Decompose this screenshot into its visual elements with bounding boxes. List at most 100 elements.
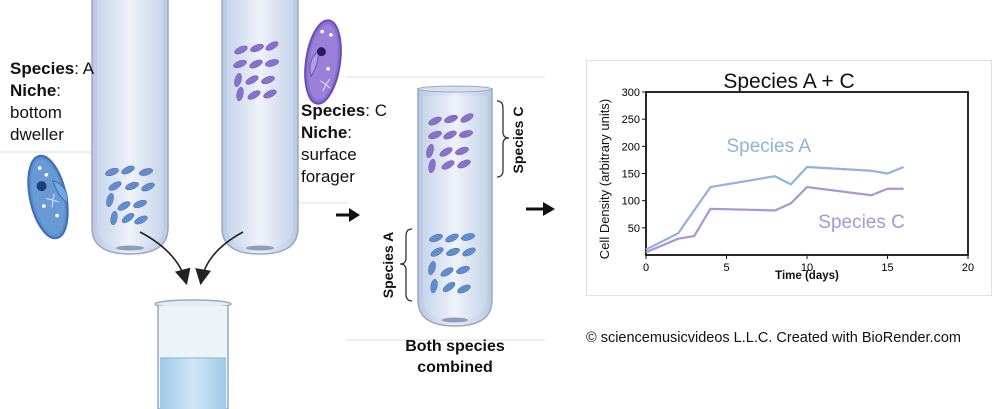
x-tick-label: 15 bbox=[881, 262, 893, 274]
plot-frame bbox=[645, 91, 969, 256]
line-chart: Species A + C Cell Density (arbitrary un… bbox=[597, 70, 974, 282]
species-a-cell bbox=[456, 265, 470, 275]
bracket-label-species-c: Species C bbox=[510, 106, 526, 174]
combined-caption-line1: Both species bbox=[405, 338, 505, 355]
niche-value-line1: surface bbox=[301, 145, 357, 164]
species-c-cell bbox=[236, 86, 244, 102]
species-a-organism-illustration bbox=[27, 154, 69, 240]
species-a-cell bbox=[106, 192, 114, 208]
species-c-cell bbox=[443, 130, 457, 140]
series-label-species-c: Species C bbox=[818, 212, 905, 233]
species-a-cell bbox=[460, 233, 476, 241]
species-label: Species bbox=[10, 59, 75, 78]
species-c-cell bbox=[439, 147, 453, 157]
species-a-cell bbox=[121, 165, 135, 175]
species-a-cell bbox=[138, 168, 154, 176]
species-a-cell bbox=[429, 233, 443, 243]
species-a-cell bbox=[446, 247, 460, 257]
species-c-cell bbox=[444, 114, 458, 124]
species-a-cell bbox=[121, 213, 135, 223]
species-c-cell bbox=[250, 43, 264, 53]
x-tick-label: 20 bbox=[962, 262, 974, 274]
species-a-cell bbox=[445, 233, 459, 243]
bracket-species-c bbox=[496, 100, 510, 178]
species-c-cell bbox=[265, 41, 279, 51]
species-c-cell bbox=[233, 59, 247, 69]
species-a-cell bbox=[134, 215, 148, 225]
species-a-cell bbox=[110, 210, 118, 226]
species-c-cell bbox=[264, 59, 280, 67]
species-a-cell bbox=[430, 247, 444, 257]
species-c-cell bbox=[441, 160, 455, 170]
series-line-species-a bbox=[645, 165, 905, 251]
species-c-cell bbox=[428, 158, 436, 174]
y-axis-label: Cell Density (arbitrary units) bbox=[597, 99, 612, 259]
arrow-to-combined bbox=[336, 208, 360, 222]
species-c-cell bbox=[245, 75, 259, 85]
species-a-cell bbox=[428, 260, 436, 276]
species-c-description: Species: C Niche: surface forager bbox=[301, 100, 401, 188]
arrow-to-chart bbox=[526, 202, 555, 216]
species-a-cell bbox=[462, 247, 476, 257]
y-tick-label: 50 bbox=[628, 223, 640, 235]
test-tube-species-c bbox=[221, 0, 299, 255]
species-c-cell bbox=[428, 130, 442, 140]
x-tick-label: 0 bbox=[643, 262, 649, 274]
series-line-species-c bbox=[645, 185, 904, 254]
species-c-cell bbox=[247, 90, 261, 100]
combined-caption: Both species combined bbox=[370, 336, 540, 378]
species-a-cell bbox=[141, 182, 155, 192]
bracket-label-species-a: Species A bbox=[380, 231, 396, 299]
species-c-cell bbox=[460, 113, 474, 123]
species-a-cell bbox=[117, 201, 131, 211]
species-a-cells bbox=[105, 165, 155, 226]
y-tick-label: 250 bbox=[622, 114, 640, 126]
species-a-cell bbox=[440, 267, 454, 277]
species-c-cell bbox=[426, 143, 434, 159]
species-c-cells bbox=[426, 113, 474, 174]
test-tube-species-a bbox=[91, 0, 169, 255]
chart-panel: Species A + C Cell Density (arbitrary un… bbox=[586, 60, 992, 296]
species-a-cell bbox=[457, 284, 471, 294]
species-a-cells bbox=[428, 233, 476, 294]
series-label-species-a: Species A bbox=[727, 136, 812, 157]
credit-text: © sciencemusicvideos L.L.C. Created with… bbox=[586, 330, 961, 346]
species-c-cell bbox=[261, 75, 275, 85]
x-tick-label: 5 bbox=[723, 262, 729, 274]
species-c-cell bbox=[458, 130, 474, 138]
x-tick-label: 10 bbox=[801, 262, 813, 274]
species-c-cell bbox=[457, 159, 471, 169]
species-c-organism-illustration bbox=[304, 19, 342, 105]
niche-value-line2: dweller bbox=[10, 125, 64, 144]
y-tick-label: 200 bbox=[622, 141, 640, 153]
species-c-name: C bbox=[374, 101, 387, 120]
niche-value-line2: forager bbox=[301, 167, 355, 186]
y-tick-label: 300 bbox=[622, 87, 640, 99]
empty-beaker-tube bbox=[154, 299, 232, 409]
species-a-name: A bbox=[82, 59, 95, 78]
pour-arrow-a bbox=[139, 231, 191, 286]
niche-label: Niche bbox=[10, 81, 57, 100]
species-a-cell bbox=[430, 278, 438, 294]
species-c-cell bbox=[455, 146, 469, 156]
species-c-cells bbox=[233, 41, 280, 102]
species-a-cell bbox=[105, 167, 119, 177]
niche-label: Niche bbox=[301, 123, 348, 142]
niche-value-line1: bottom bbox=[10, 103, 62, 122]
bracket-species-a bbox=[399, 228, 413, 302]
species-c-cell bbox=[234, 45, 248, 55]
species-c-cell bbox=[249, 59, 263, 69]
combined-caption-line2: combined bbox=[417, 359, 493, 376]
y-tick-label: 100 bbox=[622, 196, 640, 208]
y-tick-label: 150 bbox=[622, 169, 640, 181]
species-c-cell bbox=[428, 116, 442, 126]
species-label: Species bbox=[301, 101, 366, 120]
chart-title: Species A + C bbox=[723, 70, 854, 93]
x-axis-label: Time (days) bbox=[775, 270, 839, 282]
test-tube-combined bbox=[417, 85, 493, 327]
species-a-cell bbox=[108, 181, 122, 191]
species-a-description: Species: A Niche: bottom dweller bbox=[10, 59, 95, 144]
species-a-cell bbox=[442, 282, 456, 292]
